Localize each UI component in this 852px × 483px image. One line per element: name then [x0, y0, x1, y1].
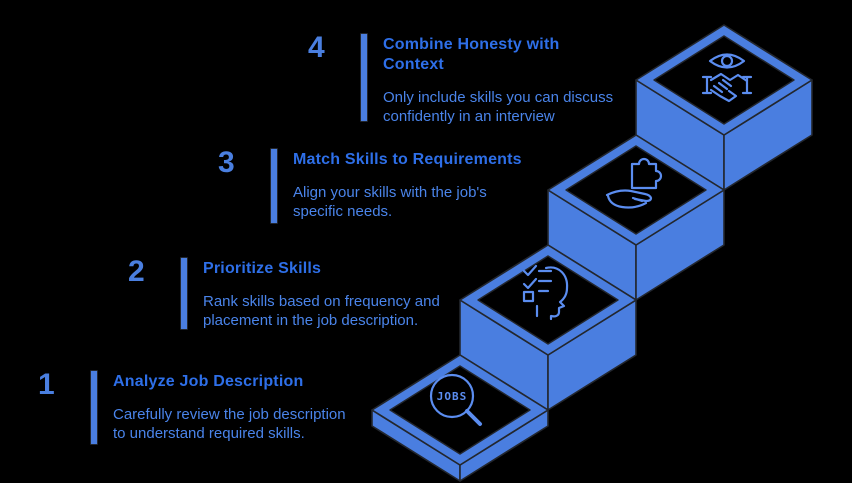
step-description: Only include skills you can discuss conf…	[383, 89, 614, 125]
step-icon-panel	[565, 145, 707, 235]
step-accent-bar	[270, 148, 278, 224]
stair-step-1: JOBS	[371, 354, 549, 482]
handshake-eye-icon	[701, 53, 753, 103]
step-text-block: Prioritize Skills Rank skills based on f…	[203, 257, 498, 330]
step-accent-bar	[90, 370, 98, 445]
step-item-1: 1 Analyze Job Description Carefully revi…	[38, 370, 408, 445]
step-number: 2	[128, 255, 145, 288]
step-accent-bar	[360, 33, 368, 122]
step-description: Carefully review the job description to …	[113, 406, 346, 442]
step-icon-panel	[389, 365, 531, 455]
step-icon-panel	[477, 255, 619, 345]
jobs-magnifier-icon: JOBS	[429, 373, 482, 426]
stair-step-3	[547, 134, 725, 301]
step-text-block: Analyze Job Description Carefully review…	[113, 370, 408, 443]
stair-step-2	[459, 244, 637, 411]
step-text-block: Combine Honesty with Context Only includ…	[383, 33, 678, 126]
hand-puzzle-icon	[605, 157, 663, 209]
step-number: 4	[308, 31, 325, 64]
step-number: 1	[38, 368, 55, 401]
step-item-4: 4 Combine Honesty with Context Only incl…	[308, 33, 678, 126]
jobs-label: JOBS	[437, 390, 468, 403]
step-accent-bar	[180, 257, 188, 330]
step-number: 3	[218, 146, 235, 179]
step-text-block: Match Skills to Requirements Align your …	[293, 148, 588, 221]
step-description: Align your skills with the job's specifi…	[293, 184, 487, 220]
step-item-2: 2 Prioritize Skills Rank skills based on…	[128, 257, 498, 330]
head-checklist-icon	[522, 264, 569, 321]
stair-step-4	[635, 24, 813, 191]
step-item-3: 3 Match Skills to Requirements Align you…	[218, 148, 588, 224]
step-description: Rank skills based on frequency and place…	[203, 293, 440, 329]
step-title: Analyze Job Description	[113, 373, 304, 390]
step-title: Combine Honesty with Context	[383, 36, 560, 73]
step-title: Prioritize Skills	[203, 260, 322, 277]
step-title: Match Skills to Requirements	[293, 151, 522, 168]
